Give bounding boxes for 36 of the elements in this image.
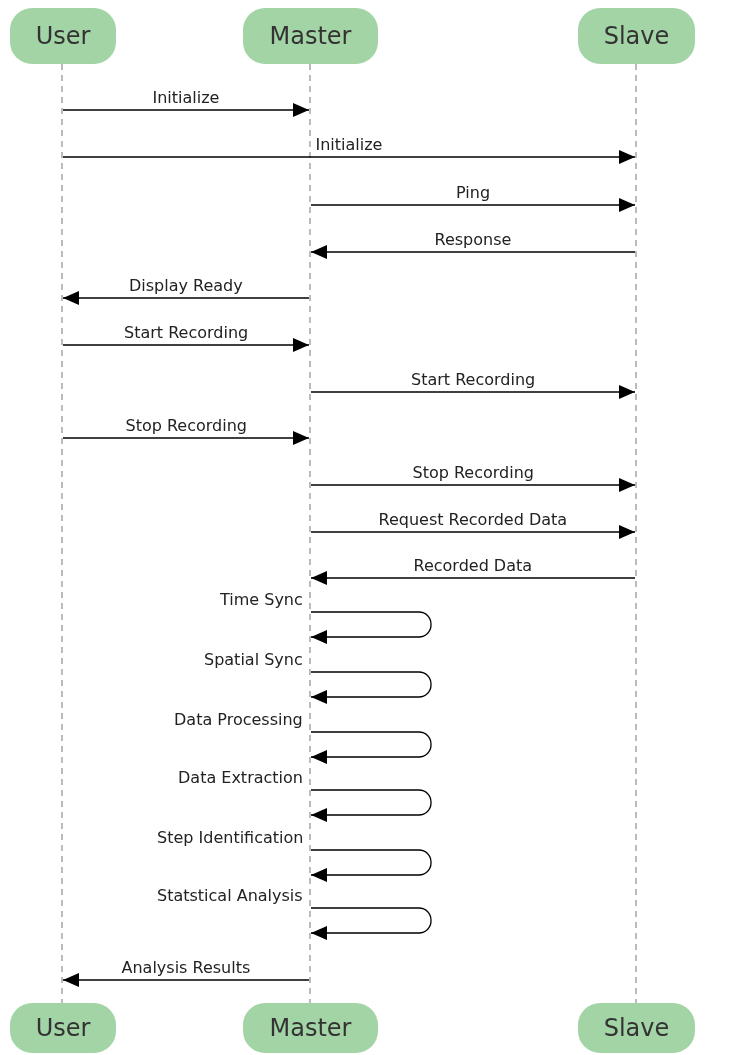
- edge-label: Stop Recording: [123, 416, 249, 435]
- lifeline: [635, 64, 637, 1003]
- message-arrow: [310, 385, 636, 399]
- message-arrow: [310, 671, 432, 704]
- message-arrow: [310, 525, 636, 539]
- message-arrow: [62, 150, 636, 164]
- message-arrow: [62, 431, 310, 445]
- message-arrow: [310, 731, 432, 764]
- participant-box: User: [10, 8, 116, 64]
- edge-label: Spatial Sync: [202, 650, 305, 669]
- participant-box: Slave: [578, 1003, 695, 1053]
- participant-box: Master: [243, 8, 378, 64]
- message-arrow: [310, 198, 636, 212]
- message-arrow: [310, 849, 432, 882]
- lifeline: [61, 64, 63, 1003]
- participant-box: Slave: [578, 8, 695, 64]
- message-arrow: [62, 291, 310, 305]
- message-arrow: [62, 103, 310, 117]
- lifeline: [309, 64, 311, 1003]
- message-arrow: [62, 973, 310, 987]
- participant-box: User: [10, 1003, 116, 1053]
- message-arrow: [310, 245, 636, 259]
- message-arrow: [310, 571, 636, 585]
- edge-label: Stop Recording: [410, 463, 536, 482]
- message-arrow: [310, 611, 432, 644]
- edge-label: Step Identification: [155, 828, 306, 847]
- edge-label: Data Processing: [172, 710, 305, 729]
- message-arrow: [310, 789, 432, 822]
- edge-label: Time Sync: [218, 590, 305, 609]
- message-arrow: [310, 478, 636, 492]
- participant-box: Master: [243, 1003, 378, 1053]
- edge-label: Statstical Analysis: [155, 886, 305, 905]
- message-arrow: [310, 907, 432, 940]
- edge-label: Analysis Results: [119, 958, 253, 977]
- edge-label: Display Ready: [127, 276, 245, 295]
- message-arrow: [62, 338, 310, 352]
